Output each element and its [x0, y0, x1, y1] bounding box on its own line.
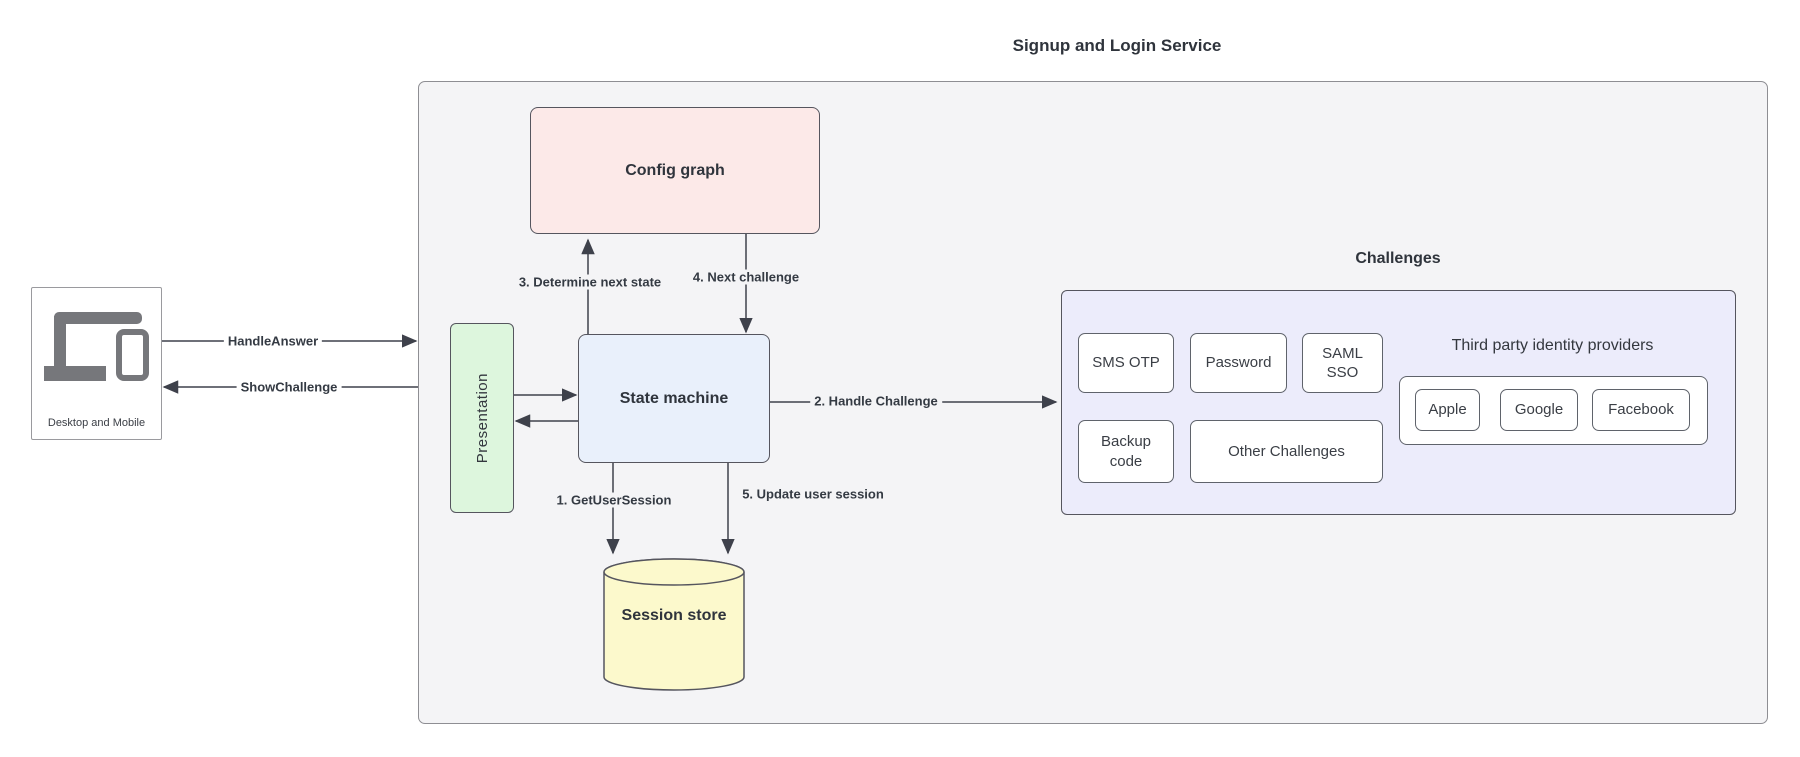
client-node-label: Desktop and Mobile — [47, 417, 146, 429]
presentation-label: Presentation — [473, 372, 491, 464]
challenge-other-challenges-label: Other Challenges — [1228, 442, 1345, 460]
session-store-node[interactable] — [602, 558, 746, 692]
desktop-and-mobile-icon — [44, 312, 149, 381]
edge-label-step2: 2. Handle Challenge — [810, 393, 942, 409]
challenge-password[interactable]: Password — [1190, 333, 1287, 393]
edge-label-step5: 5. Update user session — [738, 486, 888, 502]
config-graph-label: Config graph — [625, 161, 725, 179]
provider-facebook[interactable]: Facebook — [1592, 389, 1690, 431]
client-node-desktop-and-mobile[interactable]: Desktop and Mobile — [31, 287, 162, 440]
challenges-container[interactable]: SMS OTP Password SAML SSO Backup code Ot… — [1061, 290, 1736, 515]
config-graph-node[interactable]: Config graph — [530, 107, 820, 234]
challenge-password-label: Password — [1205, 354, 1272, 372]
edge-label-step3: 3. Determine next state — [514, 274, 666, 290]
challenge-saml-sso[interactable]: SAML SSO — [1302, 333, 1383, 393]
challenge-sms-otp[interactable]: SMS OTP — [1078, 333, 1174, 393]
third-party-providers-box[interactable]: Apple Google Facebook — [1399, 376, 1708, 445]
challenge-sms-otp-label: SMS OTP — [1092, 354, 1160, 372]
edge-label-step1: 1. GetUserSession — [552, 492, 676, 508]
challenge-saml-sso-label: SAML SSO — [1322, 344, 1363, 382]
provider-apple[interactable]: Apple — [1415, 389, 1480, 431]
challenge-backup-code-label: Backup code — [1100, 433, 1152, 470]
provider-google[interactable]: Google — [1500, 389, 1578, 431]
presentation-node[interactable]: Presentation — [450, 323, 514, 513]
third-party-providers-title: Third party identity providers — [1451, 337, 1654, 354]
state-machine-node[interactable]: State machine — [578, 334, 770, 463]
edge-label-step4: 4. Next challenge — [688, 269, 804, 285]
edge-label-handle-answer: HandleAnswer — [223, 333, 323, 349]
provider-facebook-label: Facebook — [1608, 401, 1674, 419]
page-title: Signup and Login Service — [1012, 36, 1222, 55]
challenges-title: Challenges — [1355, 250, 1441, 267]
provider-apple-label: Apple — [1428, 401, 1467, 419]
challenge-backup-code[interactable]: Backup code — [1078, 420, 1174, 483]
edge-label-show-challenge: ShowChallenge — [236, 379, 342, 395]
challenge-other-challenges[interactable]: Other Challenges — [1190, 420, 1383, 483]
session-store-label: Session store — [621, 607, 727, 624]
provider-google-label: Google — [1514, 401, 1564, 419]
state-machine-label: State machine — [619, 389, 729, 407]
